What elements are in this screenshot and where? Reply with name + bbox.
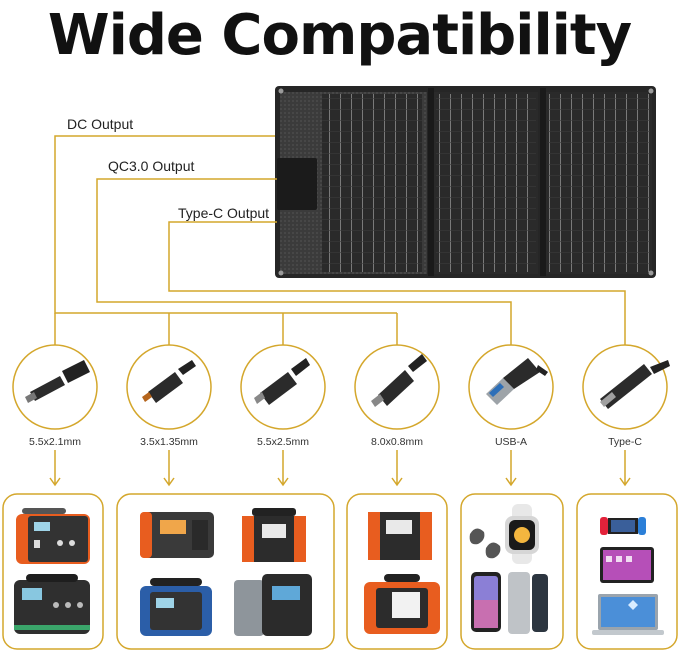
connector-label: 3.5x1.35mm [140, 436, 198, 448]
connection-lines [54, 135, 626, 345]
connector-label: USB-A [494, 436, 528, 448]
solar-panel [275, 86, 656, 278]
tablet-icon [600, 547, 654, 583]
power-station-icon [140, 512, 214, 558]
connector-circle-2 [126, 344, 212, 430]
qc-output-label: QC3.0 Output [108, 158, 195, 174]
handheld-console-icon [600, 517, 646, 535]
usb-c-plug-icon [600, 360, 670, 409]
solar-cells-2 [436, 94, 536, 272]
solar-cells-3 [548, 94, 650, 272]
dc-barrel-plug-icon [371, 354, 427, 407]
dc-barrel-plug-icon [254, 358, 310, 405]
connector-label: 5.5x2.1mm [29, 436, 81, 448]
power-bank-icon [508, 572, 548, 634]
power-station-icon [234, 574, 312, 636]
power-station-icon [242, 508, 306, 562]
connector-label: 5.5x2.5mm [257, 436, 309, 448]
connector-circle-1 [12, 344, 98, 430]
junction-box [277, 158, 317, 210]
down-arrows [49, 450, 631, 487]
solar-cells-1 [322, 94, 422, 272]
power-station-icon [364, 574, 440, 634]
connector-circle-3 [240, 344, 326, 430]
dc-output-label: DC Output [67, 116, 134, 132]
page-title: Wide Compatibility [47, 3, 632, 68]
typec-output-label: Type-C Output [178, 205, 270, 221]
connector-label: 8.0x0.8mm [371, 436, 423, 448]
dc-barrel-plug-icon [142, 360, 196, 403]
smartphone-icon [471, 572, 501, 632]
connector-circle-5 [468, 344, 554, 430]
connector-label: Type-C [608, 436, 642, 448]
power-station-icon [140, 578, 212, 636]
power-station-icon [16, 508, 90, 564]
power-station-icon [14, 574, 90, 634]
earbuds-icon [469, 528, 501, 559]
connector-circle-4 [354, 344, 440, 430]
power-station-icon [368, 512, 432, 560]
laptop-icon [592, 594, 664, 635]
usb-a-plug-icon [486, 358, 548, 405]
smartwatch-icon [505, 504, 539, 564]
dc-barrel-plug-icon [25, 360, 90, 403]
connector-circle-6 [582, 344, 670, 430]
